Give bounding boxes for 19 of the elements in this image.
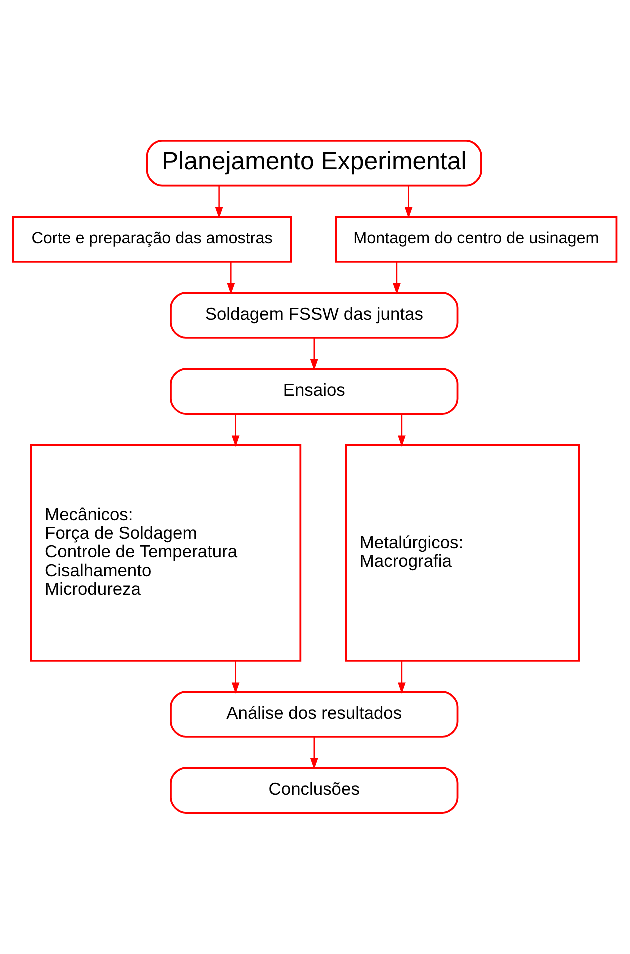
arrow [227,262,236,295]
node-box: Soldagem FSSW das juntas [170,292,459,339]
arrow [393,262,401,295]
arrow [404,186,413,219]
arrow [310,338,318,371]
node-box: Metalúrgicos: Macrografia [345,444,580,662]
node-box: Ensaios [170,368,459,415]
arrow [232,414,240,447]
node-box: Corte e preparação das amostras [12,216,292,263]
arrow [398,661,406,694]
node-box: Análise dos resultados [170,691,459,738]
node-box: Mecânicos: Força de Soldagem Controle de Temperatura Cisalhamento Microdureza [30,444,302,662]
node-box: Montagem do centro de usinagem [335,216,618,263]
arrow [398,414,406,447]
arrow [310,737,318,770]
arrow [215,186,224,219]
node-box: Planejamento Experimental [146,140,482,187]
arrow [232,661,240,694]
node-box: Conclusões [170,767,459,814]
